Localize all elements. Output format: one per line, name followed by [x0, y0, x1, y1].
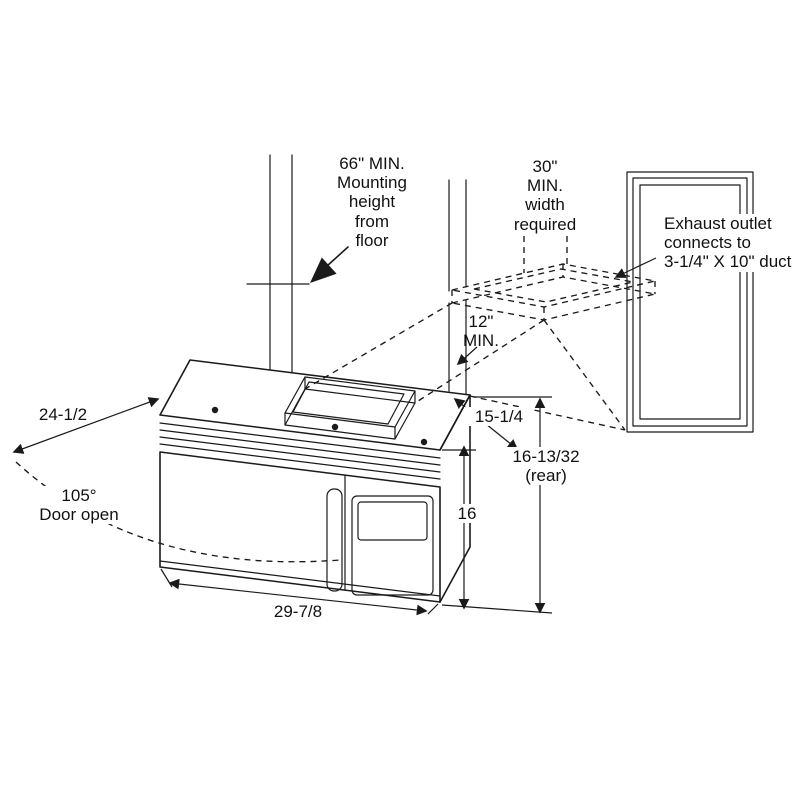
- label-overall-depth: 24-1/2: [38, 405, 88, 424]
- dimension-lines: [12, 396, 553, 616]
- door-frame: [626, 171, 754, 433]
- duct-bottom-rim: [451, 276, 656, 321]
- duct-top-rim: [451, 263, 656, 308]
- control-panel: [351, 495, 434, 596]
- duct-inner-collar: [473, 268, 634, 303]
- vent-collar-edges: [284, 376, 416, 440]
- vent-grille-lines: [159, 422, 441, 480]
- cabinet-niche-lines: [448, 179, 467, 395]
- vent-collar-inner: [292, 381, 405, 425]
- microwave-top-face: [159, 359, 471, 451]
- label-top-depth: 15-1/4: [464, 407, 534, 427]
- label-door-swing: 105° Door open: [22, 486, 136, 525]
- dimension-24-line: [12, 397, 160, 454]
- door-handle: [326, 488, 343, 592]
- exhaust-arrow: [614, 257, 657, 278]
- ext-29-right: [427, 603, 439, 615]
- door-frame-outer: [626, 171, 754, 433]
- duct-to-vent-line-left: [304, 302, 453, 390]
- duct-to-vent-line-right: [414, 319, 545, 404]
- mounting-screws: [211, 406, 428, 446]
- microwave-front-face: [159, 451, 441, 603]
- wall-lines: [246, 154, 310, 374]
- screw-dot-1: [211, 406, 219, 414]
- screw-dot-2: [331, 423, 339, 431]
- top-vent-collar: [284, 376, 416, 440]
- ext-29-left: [160, 568, 173, 588]
- min12-arrow: [456, 346, 478, 366]
- label-rear-height: 16-13/32 (rear): [492, 447, 600, 486]
- microwave: [159, 359, 471, 603]
- label-niche-width: 30" MIN. width required: [513, 157, 577, 234]
- label-width: 29-7/8: [273, 602, 323, 621]
- door-frame-inner: [639, 184, 741, 420]
- callout-arrows: [310, 246, 657, 366]
- screw-dot-3: [420, 438, 428, 446]
- door-frame-middle: [632, 177, 748, 427]
- dimension-29-line: [168, 578, 428, 616]
- label-mounting-height: 66" MIN. Mounting height from floor: [337, 154, 407, 250]
- bottom-rim-line: [159, 560, 441, 597]
- duct-to-frame-line: [543, 319, 626, 431]
- mounting-height-arrow-shaft: [326, 246, 349, 267]
- door-swing-arc: [15, 461, 341, 563]
- ext-bottom: [441, 604, 553, 614]
- label-front-height: 16: [448, 504, 486, 524]
- control-panel-display: [357, 501, 428, 541]
- mounting-height-arrow-head: [310, 257, 337, 283]
- label-depth-min: 12" MIN.: [463, 312, 499, 351]
- label-exhaust-outlet: Exhaust outlet connects to 3-1/4" X 10" …: [662, 214, 800, 272]
